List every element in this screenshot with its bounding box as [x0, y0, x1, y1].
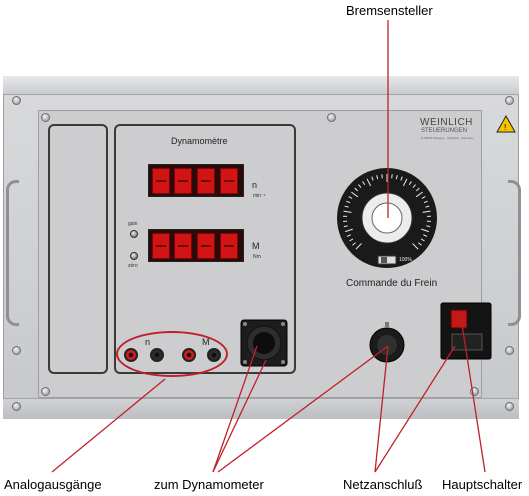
dial-tick: [423, 234, 428, 237]
dynamometre-subpanel: [114, 124, 296, 374]
dial-tick: [349, 238, 354, 242]
speed-digit: [197, 168, 215, 194]
speed-digit: [174, 168, 192, 194]
dial-tick: [423, 200, 428, 204]
dial-tick: [416, 187, 420, 192]
dial-tick: [420, 238, 425, 242]
right-handle[interactable]: [508, 180, 521, 326]
dial-tick: [418, 242, 422, 246]
dial-tick: [344, 205, 349, 208]
label-analogausgaenge: Analogausgänge: [4, 477, 102, 492]
dial-tick: [415, 191, 423, 198]
panel-screw: [41, 387, 50, 396]
frame-top-rail: [3, 76, 519, 95]
dial-tick: [355, 243, 362, 250]
frame-screw: [505, 96, 514, 105]
panel-screw: [327, 113, 336, 122]
frame-screw: [505, 402, 514, 411]
frame-screw: [12, 96, 21, 105]
label-zum-dynamometer: zum Dynamometer: [154, 477, 264, 492]
speed-display: [148, 164, 244, 197]
speed-digit: [152, 168, 170, 194]
dial-tick: [421, 196, 426, 199]
dial-tick: [400, 176, 403, 181]
brand-sub: STEUERUNGEN: [421, 128, 468, 134]
gain-label: gain: [128, 221, 138, 227]
brand-name: WEINLICH: [420, 117, 473, 128]
dial-tick: [412, 184, 416, 188]
lock-icon[interactable]: [381, 257, 387, 263]
torque-display: [148, 229, 244, 262]
dial-tick: [351, 191, 359, 198]
brand-addr: D-88239 Wangen · Weilertal · Germany: [421, 136, 474, 140]
torque-digit: [152, 233, 170, 259]
dial-tick: [412, 243, 419, 250]
dial-tick: [402, 178, 408, 187]
label-netzanschluss: Netzanschluß: [343, 477, 423, 492]
gain-trim[interactable]: [130, 230, 138, 238]
dial-tick: [425, 205, 430, 208]
panel-screw: [470, 387, 479, 396]
dynamometre-title: Dynamomètre: [171, 136, 228, 146]
torque-unit: M: [252, 241, 260, 251]
dial-tick: [358, 184, 362, 188]
brake-label: Commande du Frein: [346, 278, 438, 289]
frame-bottom-rail: [3, 398, 519, 419]
dial-tick: [422, 210, 431, 213]
dial-tick: [346, 200, 351, 204]
frame-screw: [12, 402, 21, 411]
analog-outputs-highlight: [116, 331, 228, 377]
svg-text:!: !: [504, 123, 506, 132]
dial-scale-end: 100%: [399, 257, 412, 263]
dial-tick: [343, 225, 348, 228]
panel-screw: [41, 113, 50, 122]
speed-digit: [220, 168, 238, 194]
dial-tick: [343, 210, 352, 213]
dial-tick: [395, 175, 398, 180]
dial-tick: [366, 178, 372, 187]
frame-screw: [505, 346, 514, 355]
dial-tick: [376, 175, 379, 180]
dial-tick: [344, 228, 353, 233]
dial-tick: [362, 181, 366, 186]
dial-tick: [348, 196, 353, 199]
dial-tick: [354, 187, 358, 192]
dial-tick: [352, 242, 356, 246]
dial-tick: [408, 181, 412, 186]
torque-digit: [174, 233, 192, 259]
frame-screw: [12, 346, 21, 355]
dial-tick: [371, 176, 374, 181]
blank-subpanel: [48, 124, 108, 374]
dial-tick: [421, 228, 430, 233]
torque-digit: [220, 233, 238, 259]
label-bremsensteller: Bremsensteller: [346, 3, 433, 18]
torque-subunit: Nm: [253, 254, 261, 260]
speed-unit: n: [252, 180, 258, 190]
label-hauptschalter: Hauptschalter: [442, 477, 523, 492]
zero-trim[interactable]: [130, 252, 138, 260]
torque-digit: [197, 233, 215, 259]
speed-subunit: min⁻¹: [253, 193, 266, 199]
zero-label: zéro: [128, 263, 138, 269]
dial-tick: [426, 225, 431, 228]
dial-tick: [346, 234, 351, 237]
